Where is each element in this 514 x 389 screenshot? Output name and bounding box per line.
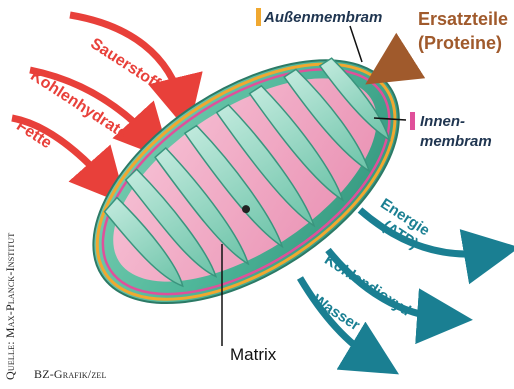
- protein-arrow: [388, 56, 410, 70]
- outer-membrane-leader: [350, 26, 362, 62]
- outer-membrane-marker: [256, 8, 261, 26]
- label-matrix: Matrix: [230, 346, 276, 363]
- label-outer-membrane: Außenmembram: [264, 10, 382, 25]
- source-credit: Quelle: Max-Planck-Institut: [4, 233, 16, 381]
- graphic-credit: BZ-Grafik/zel: [34, 368, 107, 380]
- label-proteins-2: (Proteine): [418, 34, 502, 52]
- label-proteins-1: Ersatzteile: [418, 10, 508, 28]
- label-inner-membrane-2: membram: [420, 134, 492, 149]
- inner-membrane-marker: [410, 112, 415, 130]
- label-inner-membrane-1: Innen-: [420, 114, 465, 129]
